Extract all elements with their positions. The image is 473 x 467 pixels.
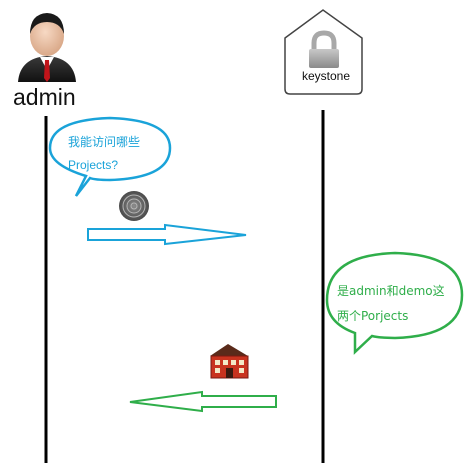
keystone-lock-box xyxy=(284,9,363,95)
project-building-icon xyxy=(210,344,249,379)
lock-icon xyxy=(309,30,339,68)
admin-actor-label: admin xyxy=(13,84,76,110)
question-text-line-1: 我能访问哪些 xyxy=(68,135,141,149)
question-text-line-2: Projects? xyxy=(68,158,119,172)
fingerprint-token-icon xyxy=(119,191,149,221)
question-bubble xyxy=(48,116,172,197)
keystone-actor-label: keystone xyxy=(302,69,351,83)
admin-user-icon xyxy=(18,13,76,82)
answer-text-line-2: 两个Porjects xyxy=(337,309,409,323)
answer-text-line-1: 是admin和demo这 xyxy=(337,284,445,298)
response-arrow xyxy=(129,390,277,413)
answer-bubble xyxy=(325,251,464,355)
request-arrow xyxy=(87,223,247,246)
